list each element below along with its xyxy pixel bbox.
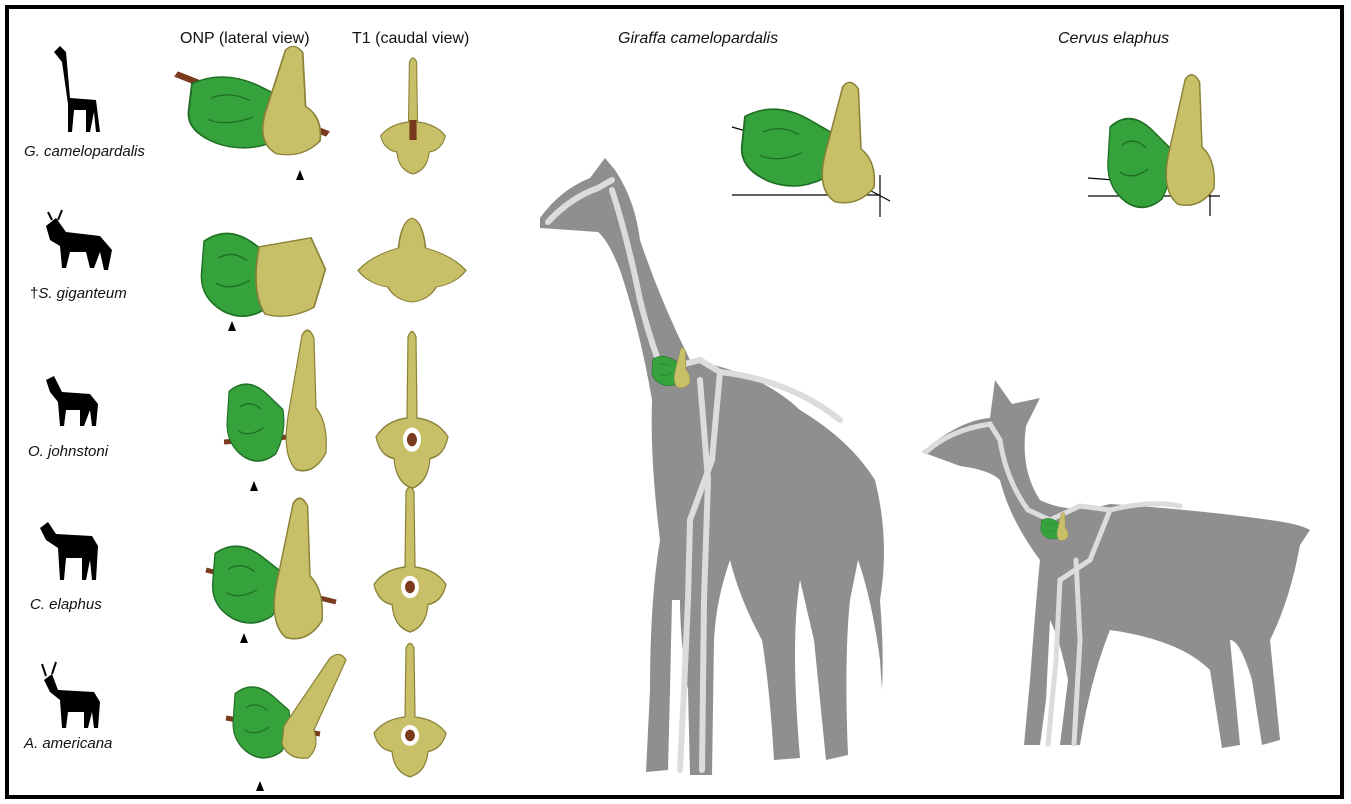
species-label-giraffe: G. camelopardalis (24, 143, 145, 160)
sivatherium-silhouette-icon (46, 210, 112, 270)
species-label-pronghorn: A. americana (24, 735, 112, 752)
giraffe-panel-title: Giraffa camelopardalis (618, 30, 778, 48)
arrowhead-marker-icon (240, 633, 248, 643)
t1-caudal-giraffe (381, 58, 446, 174)
species-label-red-deer: C. elaphus (30, 596, 102, 613)
onp-lateral-red-deer (206, 498, 336, 638)
red-deer-silhouette-icon (40, 522, 98, 580)
species-label-sivatherium: †S. giganteum (30, 285, 127, 302)
deer-panel-title: Cervus elaphus (1058, 30, 1169, 48)
okapi-silhouette-icon (46, 376, 98, 426)
species-label-okapi: O. johnstoni (28, 443, 108, 460)
giraffe-onp-inset (732, 82, 890, 217)
t1-caudal-okapi (376, 332, 448, 489)
giraffe-silhouette-icon (54, 46, 100, 132)
onp-lateral-okapi (224, 330, 326, 470)
deer-body-silhouette (922, 380, 1310, 748)
pronghorn-silhouette-icon (42, 662, 100, 728)
arrowhead-marker-icon (296, 170, 304, 180)
t1-caudal-pronghorn (374, 643, 446, 776)
onp-lateral-pronghorn (226, 654, 346, 758)
t1-caudal-sivatherium (358, 218, 466, 302)
t1-caudal-red-deer (374, 487, 446, 632)
onp-lateral-giraffe (176, 46, 328, 154)
t1-column-header: T1 (caudal view) (352, 30, 469, 48)
deer-onp-inset (1088, 75, 1220, 216)
onp-column-header: ONP (lateral view) (180, 30, 310, 48)
arrowhead-marker-icon (228, 321, 236, 331)
arrowhead-marker-icon (256, 781, 264, 791)
arrowhead-marker-icon (250, 481, 258, 491)
onp-lateral-sivatherium (201, 233, 325, 316)
